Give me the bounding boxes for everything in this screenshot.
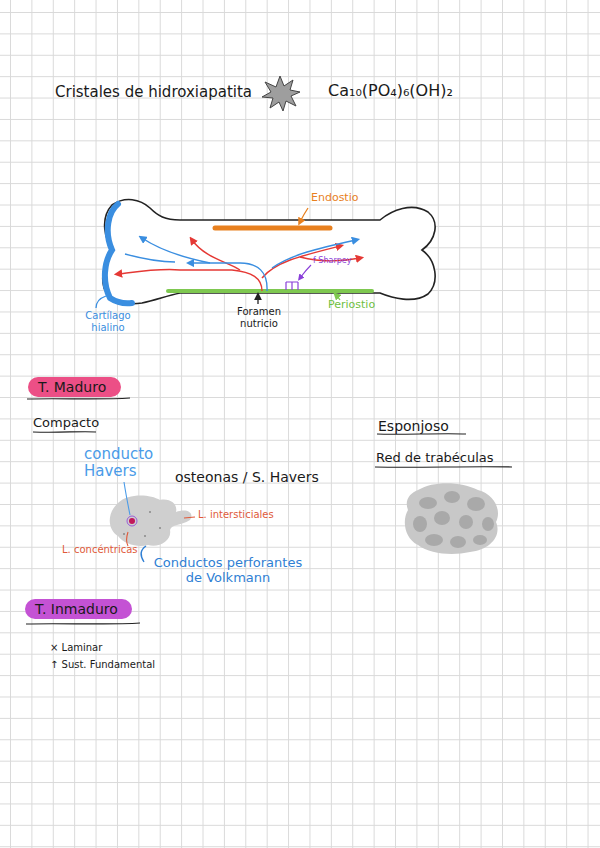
part-label: Foramen nutricio	[232, 306, 286, 329]
part-label: L. intersticiales	[198, 509, 274, 521]
part-label: Conductos perforantes de Volkmann	[148, 556, 308, 586]
cartilago-leader	[96, 296, 106, 308]
endostio-leader	[300, 208, 308, 222]
section-band: T. Inmaduro	[25, 599, 132, 619]
bone-outline	[103, 200, 435, 304]
havers-leader	[124, 482, 130, 515]
crystal-icon	[262, 76, 300, 111]
havers-ring	[127, 516, 137, 526]
note-text: ↑ Sust. Fundamental	[50, 659, 155, 671]
part-label: Endostio	[311, 192, 358, 205]
foramen-leader	[257, 296, 258, 304]
band-text: T. Inmaduro	[35, 601, 122, 617]
section-band: T. Maduro	[28, 377, 121, 397]
sharpey-fibres	[286, 282, 298, 290]
intersticiales-leader	[184, 517, 195, 518]
spongy-blob	[405, 483, 498, 554]
heading-text: Cristales de hidroxiapatita	[55, 84, 252, 101]
sharpey-leader	[300, 265, 311, 278]
osteon-blob	[110, 495, 192, 546]
havers-canal	[129, 518, 135, 524]
cartilage-cap	[105, 204, 132, 303]
periosteum-band	[168, 289, 372, 293]
concentricas-leader	[127, 532, 129, 546]
part-label: f Sharpey	[313, 256, 351, 265]
chemical-formula: Ca₁₀(PO₄)₆(OH)₂	[328, 82, 453, 100]
osteocytes	[123, 511, 161, 537]
part-label: Periostio	[328, 299, 375, 312]
section-heading: Red de trabéculas	[376, 451, 494, 466]
section-heading: Compacto	[33, 416, 99, 431]
endosteum-band	[215, 226, 330, 231]
part-label: conducto Havers	[84, 446, 166, 481]
note-text: × Laminar	[50, 642, 102, 654]
underlines	[26, 398, 512, 624]
trabeculae-spaces	[413, 491, 494, 548]
band-text: T. Maduro	[38, 379, 111, 395]
part-label: osteonas / S. Havers	[175, 469, 319, 485]
section-heading: Esponjoso	[378, 418, 449, 434]
part-label: L. concéntricas	[62, 544, 138, 556]
volkmann-bracket	[141, 546, 146, 562]
vessels	[118, 238, 360, 291]
part-label: Cartílago hialino	[80, 310, 136, 333]
